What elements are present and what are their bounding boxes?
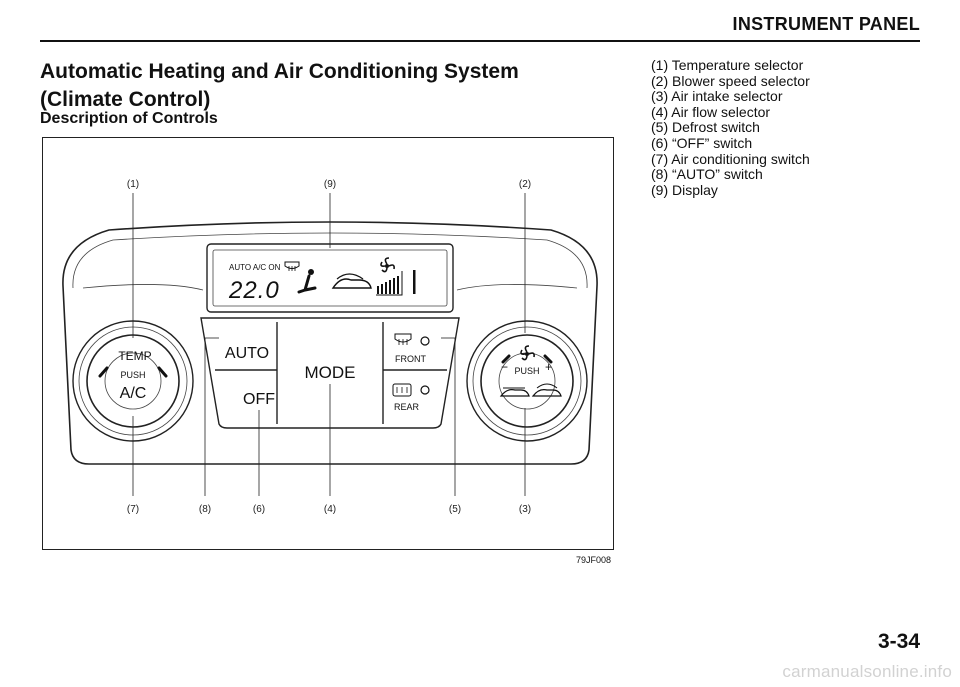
legend-item: (8) “AUTO” switch	[651, 166, 763, 183]
auto-button[interactable]: AUTO	[225, 345, 269, 362]
display-temperature: 22.0	[228, 277, 280, 304]
legend-item: (3) Air intake selector	[651, 88, 783, 105]
legend-item: (2) Blower speed selector	[651, 72, 810, 89]
legend-item: (4) Air flow selector	[651, 103, 771, 120]
legend-list: (1) Temperature selector (2) Blower spee…	[651, 57, 810, 198]
front-defrost-label: FRONT	[395, 354, 426, 364]
watermark: carmanualsonline.info	[782, 662, 952, 681]
front-defrost-icon	[394, 333, 412, 345]
rear-defrost-led	[420, 385, 430, 395]
fresh-air-car-icon	[499, 387, 530, 397]
lcd-display-inner	[212, 249, 448, 307]
article-title: Automatic Heating and Air Conditioning S…	[40, 58, 560, 114]
page-number: 3-34	[877, 630, 920, 653]
defrost-indicator-icon	[284, 261, 300, 271]
legend-item: (6) “OFF” switch	[651, 134, 753, 151]
callout-7: (7)	[127, 504, 139, 515]
header-rule	[40, 40, 920, 42]
temp-knob-push-label: PUSH	[120, 370, 145, 380]
article-title-line2: (Climate Control)	[40, 88, 211, 111]
legend-item: (5) Defrost switch	[651, 119, 760, 136]
section-header: INSTRUMENT PANEL	[732, 14, 920, 34]
button-cluster-frame	[200, 317, 460, 429]
panel-right-contour	[456, 284, 578, 291]
blower-speed-knob[interactable]: − + PUSH	[466, 320, 588, 442]
recirculation-car-icon	[331, 273, 372, 289]
blower-minus-label: −	[501, 360, 508, 374]
callout-9: (9)	[324, 179, 336, 190]
fan-speed-bars-icon	[376, 270, 416, 296]
ac-label: A/C	[120, 385, 147, 402]
climate-control-figure: (1) (9) (2) AUTO A/C ON 22.0	[42, 137, 614, 550]
rear-defrost-icon	[392, 383, 412, 397]
callout-3: (3)	[519, 504, 531, 515]
panel-left-contour	[82, 284, 204, 291]
legend-item: (9) Display	[651, 181, 718, 198]
leader-lines	[132, 193, 526, 496]
figure-code: 79JF008	[576, 555, 612, 565]
off-button-label: OFF	[243, 391, 275, 408]
article-title-line1: Automatic Heating and Air Conditioning S…	[40, 60, 519, 83]
legend-item: (7) Air conditioning switch	[651, 150, 810, 167]
rear-defrost-button[interactable]: REAR	[392, 383, 430, 412]
display-indicators: AUTO A/C ON	[229, 263, 281, 272]
callout-6: (6)	[253, 504, 265, 515]
blower-fan-icon	[520, 345, 535, 361]
callout-2: (2)	[519, 179, 531, 190]
mode-button-label: MODE	[305, 363, 356, 382]
panel-bezel-outer	[62, 221, 598, 465]
recirculate-car-icon	[531, 383, 562, 397]
callout-4: (4)	[324, 504, 336, 515]
blower-knob-push-label: PUSH	[514, 366, 539, 376]
rear-defrost-label: REAR	[394, 402, 420, 412]
callout-5: (5)	[449, 504, 461, 515]
blower-plus-label: +	[545, 360, 552, 374]
callout-8: (8)	[199, 504, 211, 515]
legend-item: (1) Temperature selector	[651, 57, 804, 73]
front-defrost-led	[420, 336, 430, 346]
auto-button-label: AUTO	[225, 345, 269, 362]
off-button[interactable]: OFF	[243, 391, 275, 408]
article-subtitle: Description of Controls	[40, 110, 218, 127]
climate-panel-illustration: (1) (9) (2) AUTO A/C ON 22.0	[62, 179, 598, 515]
fan-indicator-icon	[380, 257, 395, 273]
temp-knob-label: TEMP	[118, 349, 151, 363]
mode-button[interactable]: MODE	[305, 363, 356, 382]
airflow-person-icon	[297, 269, 317, 294]
front-defrost-button[interactable]: FRONT	[394, 333, 430, 364]
callout-1: (1)	[127, 179, 139, 190]
